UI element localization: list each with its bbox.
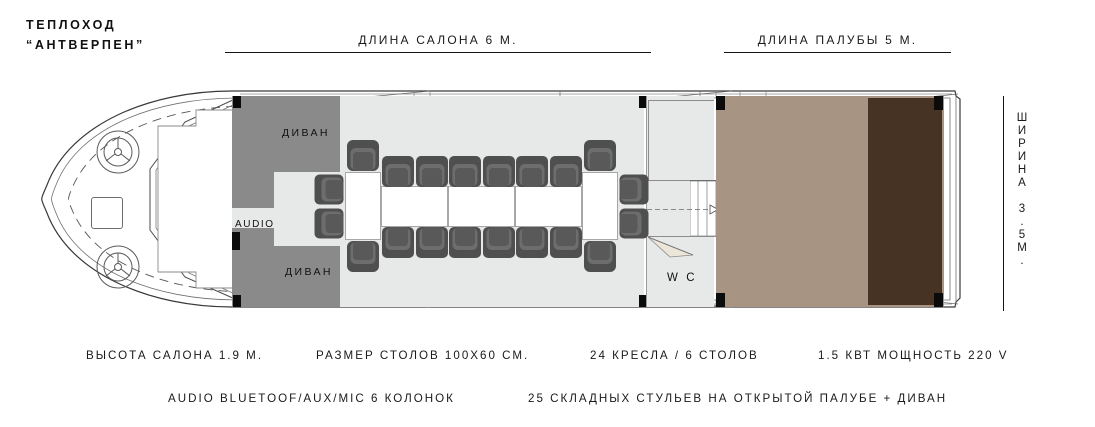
bow-winch-top-icon <box>96 130 140 179</box>
audio-speaker-marker <box>232 232 240 250</box>
stair-landing-top <box>648 180 716 181</box>
chair-top-6 <box>549 155 583 188</box>
sofa-left-lower-shape <box>232 228 274 246</box>
salon-length-label: ДЛИНА САЛОНА 6 М. <box>358 33 518 47</box>
spec-chairs-tables: 24 КРЕСЛА / 6 СТОЛОВ <box>590 349 759 362</box>
chair-bottom-1 <box>381 226 415 259</box>
sofa-upper-label: ДИВАН <box>282 127 330 139</box>
table-2 <box>381 186 448 227</box>
chair-fwd-head-top <box>346 139 380 172</box>
stair-landing-bottom <box>648 236 716 237</box>
chair-fwd-side-2 <box>314 208 345 240</box>
table-1 <box>345 172 381 240</box>
table-3 <box>448 186 515 227</box>
pillar-salon-aft-top <box>639 96 647 108</box>
chair-fwd-head-bottom <box>346 240 380 273</box>
width-label: ШИРИНА 3.5М. <box>1016 112 1028 268</box>
sofa-area: ДИВАН ДИВАН <box>232 96 340 307</box>
pillar-salon-aft-bottom <box>639 295 647 307</box>
deck-length-rule <box>724 52 951 53</box>
chair-top-1 <box>381 155 415 188</box>
stair-direction-arrow <box>647 203 719 216</box>
deck-length-label: ДЛИНА ПАЛУБЫ 5 М. <box>757 33 918 47</box>
pillar-deck-fwd-bottom <box>716 293 725 307</box>
page-title-line1: ТЕПЛОХОД <box>26 18 117 32</box>
width-rule <box>1003 96 1004 311</box>
sofa-left-upper-shape <box>232 172 274 208</box>
chair-aft-head-top <box>583 139 617 172</box>
lobby-wall-left-upper <box>648 100 649 180</box>
wc-door <box>647 236 694 258</box>
spec-salon-height: ВЫСОТА САЛОНА 1.9 М. <box>86 349 264 362</box>
page-title-line2: “АНТВЕРПЕН” <box>26 38 145 52</box>
chair-top-4 <box>482 155 516 188</box>
sofa-lower-label: ДИВАН <box>285 266 333 278</box>
chair-top-5 <box>515 155 549 188</box>
spec-audio-system: AUDIO BLUETOOF/AUX/MIC 6 КОЛОНОК <box>168 392 455 405</box>
pillar-salon-fwd-top <box>233 96 241 108</box>
chair-bottom-3 <box>448 226 482 259</box>
pillar-salon-fwd-bottom <box>233 295 241 307</box>
sofa-lower-shape <box>232 246 340 307</box>
spec-table-size: РАЗМЕР СТОЛОВ 100Х60 СМ. <box>316 349 530 362</box>
chair-aft-head-bottom <box>583 240 617 273</box>
spec-folding-chairs: 25 СКЛАДНЫХ СТУЛЬЕВ НА ОТКРЫТОЙ ПАЛУБЕ +… <box>528 392 948 405</box>
sofa-upper-shape <box>232 96 340 172</box>
chair-fwd-side-1 <box>314 174 345 206</box>
pillar-deck-aft-top <box>934 96 943 110</box>
chair-top-2 <box>415 155 449 188</box>
bow-hatch <box>91 197 123 229</box>
chair-top-3 <box>448 155 482 188</box>
chair-aft-side-1 <box>619 174 650 206</box>
table-4 <box>515 186 582 227</box>
spec-power: 1.5 КВТ МОЩНОСТЬ 220 V <box>818 349 1009 362</box>
bow-winch-bottom-icon <box>96 245 140 294</box>
table-6 <box>582 172 618 240</box>
aft-deck-bench <box>868 98 942 305</box>
wc-label: W C <box>667 272 698 284</box>
chair-bottom-4 <box>482 226 516 259</box>
chair-bottom-2 <box>415 226 449 259</box>
chair-bottom-5 <box>515 226 549 259</box>
pillar-deck-fwd-top <box>716 96 725 110</box>
pillar-deck-aft-bottom <box>934 293 943 307</box>
chair-bottom-6 <box>549 226 583 259</box>
salon-length-rule <box>225 52 651 53</box>
lobby-wall-top <box>649 100 714 101</box>
audio-label: AUDIO <box>235 219 275 230</box>
chair-aft-side-2 <box>619 208 650 240</box>
